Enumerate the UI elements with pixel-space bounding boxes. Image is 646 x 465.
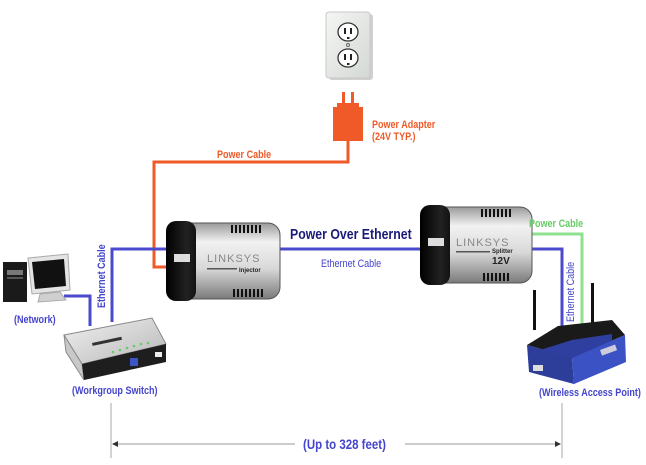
ethernet-cable-label-left: Ethernet Cable xyxy=(96,244,108,308)
distance-label: (Up to 328 feet) xyxy=(303,436,386,452)
diagram-title: Power Over Ethernet xyxy=(290,226,412,243)
injector-device-icon: LINKSYS Injector xyxy=(166,221,281,301)
ethernet-cable-switch-injector xyxy=(110,247,168,322)
power-adapter-icon xyxy=(333,92,363,141)
power-adapter-label: Power Adapter xyxy=(372,119,436,131)
svg-text:LINKSYS: LINKSYS xyxy=(456,237,509,249)
ethernet-cable-splitter-router xyxy=(526,247,564,335)
workgroup-switch-label: (Workgroup Switch) xyxy=(72,385,158,397)
power-cable-orange xyxy=(152,141,350,269)
distance-dimension xyxy=(110,403,563,458)
svg-text:Splitter: Splitter xyxy=(492,249,513,255)
wall-outlet-icon xyxy=(325,11,373,80)
wireless-access-point-label: (Wireless Access Point) xyxy=(539,387,641,399)
workgroup-switch-icon xyxy=(63,317,167,381)
power-cable-label-right: Power Cable xyxy=(529,218,584,230)
wireless-router-icon xyxy=(527,283,626,384)
ethernet-cable-label-right: Ethernet Cable xyxy=(565,261,577,322)
network-label: (Network) xyxy=(14,314,56,326)
ethernet-cable-label-middle: Ethernet Cable xyxy=(321,258,382,270)
svg-text:Injector: Injector xyxy=(239,268,261,274)
computer-icon xyxy=(3,253,71,303)
power-cable-label-left: Power Cable xyxy=(217,149,272,161)
power-adapter-voltage-label: (24V TYP.) xyxy=(372,131,416,143)
power-cable-green xyxy=(526,232,584,335)
ethernet-cable-network xyxy=(64,294,92,326)
svg-text:LINKSYS: LINKSYS xyxy=(207,253,260,265)
svg-text:12V: 12V xyxy=(492,256,510,267)
splitter-device-icon: LINKSYS Splitter 12V xyxy=(420,205,533,285)
